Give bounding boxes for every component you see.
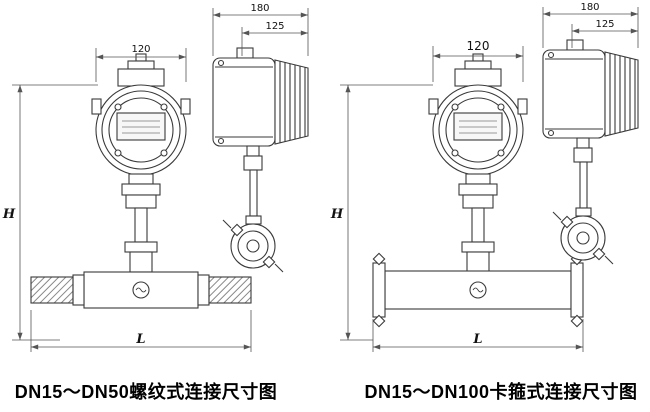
dim-label-side-depth: 180 [580,2,599,13]
dim-label-length: L [472,332,482,347]
left-drawing-caption: DN15～DN50螺纹式连接尺寸图 [14,382,278,402]
dim-label-length: L [135,332,145,347]
clamp-pipe-body [372,252,584,328]
dimension-length: L [372,319,584,352]
meter-head-front-view [91,53,191,273]
right-drawing-clamp: 120 180 125 H L [330,2,639,352]
right-drawing-caption: DN15～DN100卡箍式连接尺寸图 [364,382,638,402]
dimension-side-front: 125 [241,21,308,56]
dimension-side-front: 125 [571,19,638,48]
dimension-height: H [330,84,433,341]
dim-label-head-width: 120 [131,44,150,55]
dimension-side-depth: 180 [212,3,309,56]
dim-label-side-front: 125 [595,19,614,30]
dim-label-side-depth: 180 [250,3,269,14]
meter-head-front-view [428,53,528,273]
dim-label-head-width: 120 [467,39,490,53]
dim-label-side-front: 125 [265,21,284,32]
dimension-head-width: 120 [95,44,187,82]
dim-label-height: H [2,207,16,222]
left-drawing-threaded: 120 180 125 H L [2,3,309,352]
dimension-head-width: 120 [432,39,524,82]
transmitter-side-view [542,39,639,265]
dimension-height: H [2,84,98,341]
threaded-pipe-body [30,271,252,309]
transmitter-side-view [212,47,309,273]
dimension-side-depth: 180 [542,2,639,48]
dim-label-height: H [330,207,344,222]
dimension-length: L [30,310,252,352]
